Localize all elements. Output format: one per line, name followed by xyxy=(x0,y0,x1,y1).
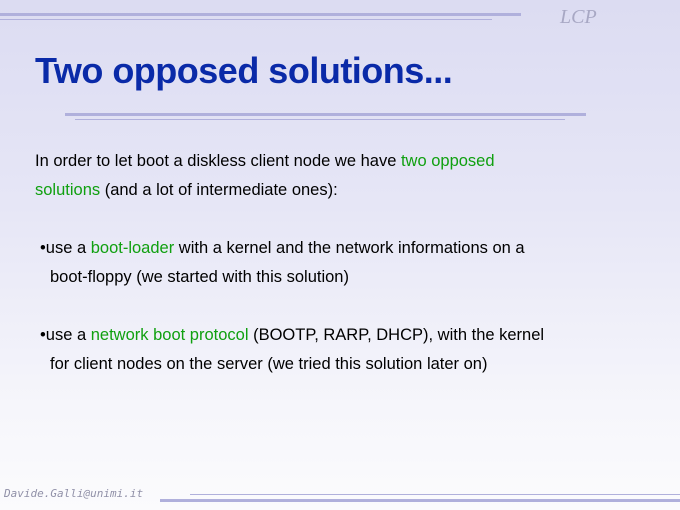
highlight-text: solutions xyxy=(35,181,101,199)
logo-text: LCP xyxy=(560,6,597,28)
highlight-text: network boot protocol xyxy=(90,326,249,344)
bullet-text: for client nodes on the server (we tried… xyxy=(50,355,488,373)
footer-rule-thin xyxy=(190,494,680,495)
bullet-icon: • xyxy=(40,326,46,344)
bullet-icon: • xyxy=(40,239,46,257)
bullet-text: with a kernel and the network informatio… xyxy=(174,239,525,257)
header-rule-thick xyxy=(0,13,521,16)
intro-paragraph: In order to let boot a diskless client n… xyxy=(35,147,635,205)
bullet-text: (BOOTP, RARP, DHCP), with the kernel xyxy=(248,326,545,344)
footer-email: Davide.Galli@unimi.it xyxy=(4,487,144,500)
slide-title: Two opposed solutions... xyxy=(35,50,453,91)
footer-rule-thick xyxy=(160,499,680,502)
intro-text: In order to let boot a diskless client n… xyxy=(35,152,401,170)
bullet-text: use a xyxy=(45,239,91,257)
bullet-text: use a xyxy=(45,326,91,344)
highlight-text: two opposed xyxy=(400,152,495,170)
intro-text: (and a lot of intermediate ones): xyxy=(100,181,338,199)
bullet-item: •use a boot-loader with a kernel and the… xyxy=(40,234,640,292)
title-rule-thick xyxy=(65,113,586,116)
highlight-text: boot-loader xyxy=(90,239,175,257)
title-rule-thin xyxy=(75,119,565,120)
bullet-text: boot-floppy (we started with this soluti… xyxy=(50,268,349,286)
bullet-item: •use a network boot protocol (BOOTP, RAR… xyxy=(40,321,640,379)
header-rule-thin xyxy=(0,19,492,20)
